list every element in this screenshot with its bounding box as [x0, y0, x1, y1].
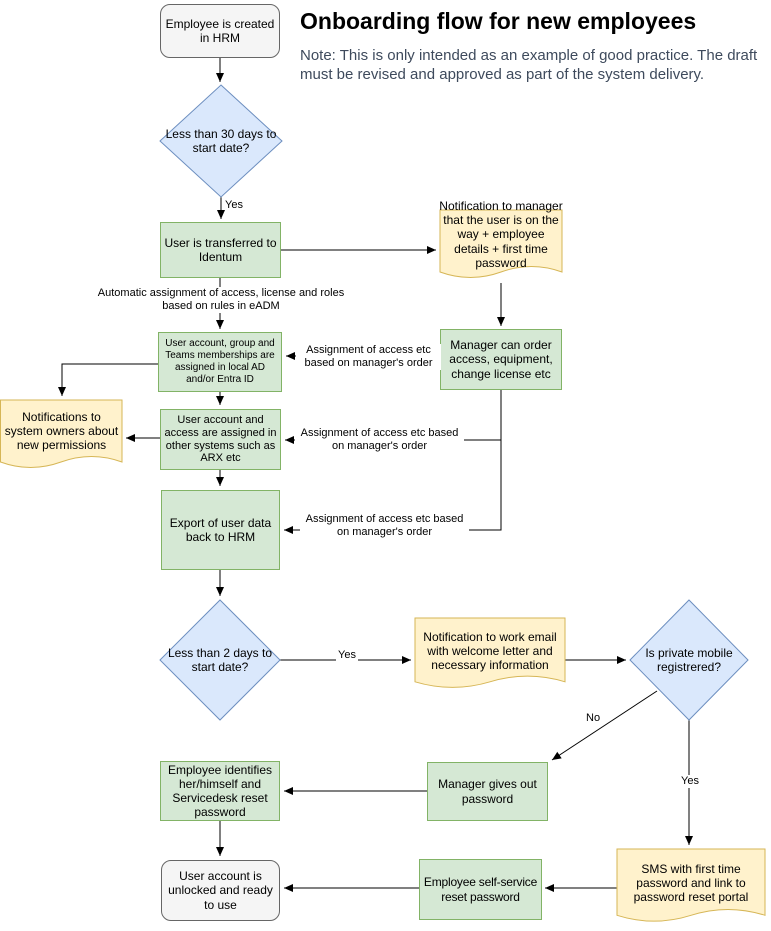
edge-label-assignment-2: Assignment of access etc based on manage… [295, 427, 464, 453]
node-user-transferred-identum: User is transferred to Identum [160, 222, 281, 278]
node-other-systems-arx: User account and access are assigned in … [160, 409, 281, 470]
edge-manager-export [284, 390, 502, 534]
decision-30-days-shape [159, 84, 283, 198]
page-title: Onboarding flow for new employees [300, 8, 697, 34]
decision-2-days-shape [159, 599, 281, 721]
document-notif-email-shape [414, 617, 566, 688]
edge-label-yes-3: Yes [679, 775, 701, 788]
note-text: Note: This is only intended as an exampl… [300, 47, 758, 84]
edge-label-no: No [586, 712, 601, 724]
edge-d3-mgrpwd [551, 690, 658, 761]
connectors [58, 58, 693, 892]
node-manager-can-order: Manager can order access, equipment, cha… [440, 329, 562, 390]
node-employee-created: Employee is created in HRM [160, 4, 280, 58]
edge-label-assignment-1: Assignment of access etc based on manage… [296, 344, 441, 370]
edge-label-yes-2: Yes [336, 649, 358, 662]
node-employee-identifies: Employee identifies her/himself and Serv… [160, 761, 280, 821]
document-notif-manager-shape [439, 209, 563, 278]
edge-label-yes-1: Yes [225, 199, 243, 211]
node-account-unlocked: User account is unlocked and ready to us… [161, 860, 280, 921]
edge-label-assignment-3: Assignment of access etc based on manage… [300, 513, 469, 539]
document-sms-shape [616, 848, 766, 922]
edge-label-auto-assignment: Automatic assignment of access, license … [92, 287, 350, 313]
node-export-user-data: Export of user data back to HRM [161, 490, 280, 570]
node-self-service-reset: Employee self-service reset password [419, 859, 542, 920]
node-manager-gives-password: Manager gives out password [427, 762, 548, 821]
decision-private-mobile-shape [629, 599, 749, 721]
document-notif-owners-shape [0, 399, 123, 468]
edge-ad-notifowners [58, 363, 158, 396]
node-ad-entra-assignment: User account, group and Teams membership… [158, 332, 282, 392]
